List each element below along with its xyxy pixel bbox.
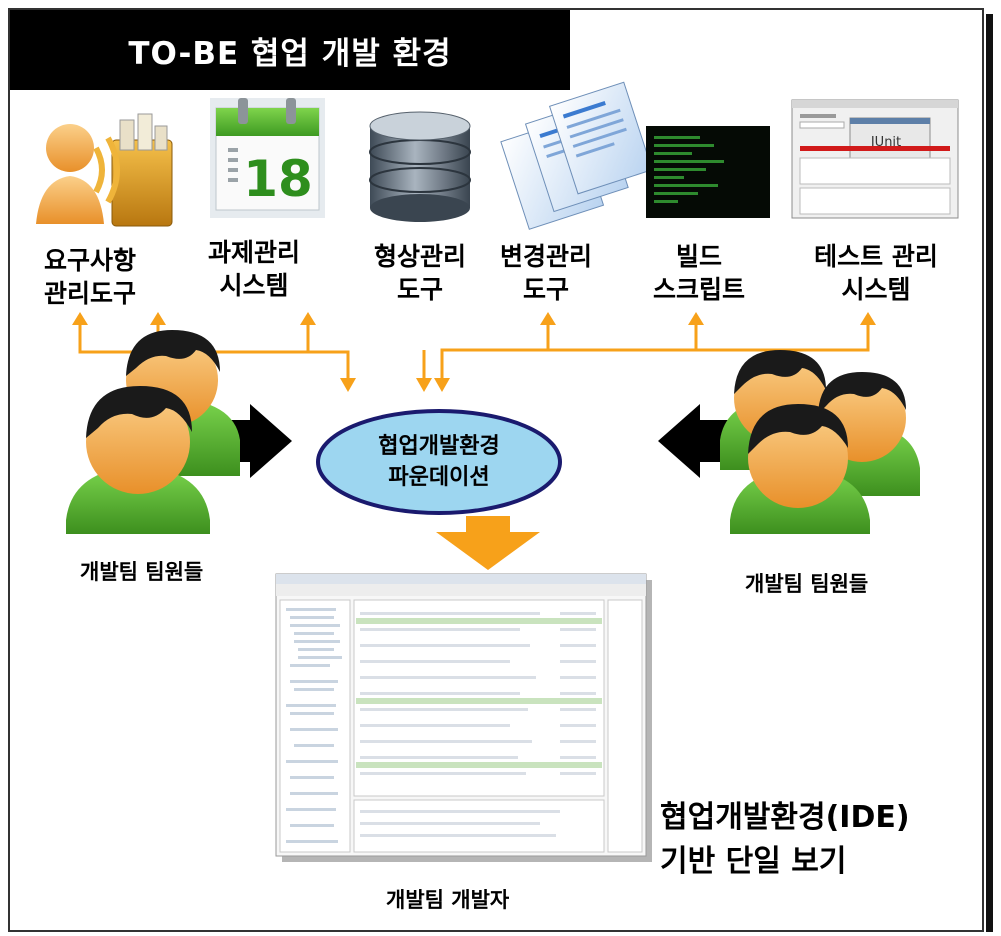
foundation-line-2: 파운데이션 <box>388 465 490 490</box>
calendar-day: 18 <box>243 150 313 208</box>
connector-arrowheads <box>72 312 876 392</box>
tool-label-change-management: 변경관리 도구 <box>499 242 592 304</box>
orange-down-arrow <box>436 516 540 570</box>
arrow-up-2 <box>150 312 166 325</box>
junit-window-icon: JUnit <box>791 99 959 219</box>
arrow-up-4 <box>540 312 556 325</box>
team-left-label: 개발팀 팀원들 <box>80 560 204 584</box>
black-arrow-left <box>658 404 730 478</box>
arrow-down-2 <box>416 378 432 392</box>
calendar-icon: 18 <box>210 98 325 218</box>
tool-label-test-management: 테스트 관리 시스템 <box>814 242 938 304</box>
foundation-label: 협업개발환경 파운데이션 <box>318 411 560 513</box>
page-title: TO-BE 협업 개발 환경 <box>10 10 570 90</box>
diagram-frame <box>8 8 984 932</box>
frame-shadow <box>986 14 993 932</box>
database-icon <box>369 111 471 222</box>
developer-label: 개발팀 개발자 <box>386 888 510 912</box>
team-left-group <box>66 330 240 534</box>
arrow-down-1 <box>340 378 356 392</box>
person-front-right <box>730 404 870 534</box>
tool-label-configuration: 형상관리 도구 <box>373 242 466 304</box>
foundation-line-1: 협업개발환경 <box>378 434 500 459</box>
arrow-down-3 <box>434 378 450 392</box>
team-right-group <box>720 350 920 534</box>
tool-label-task-management: 과제관리 시스템 <box>207 238 300 300</box>
ide-screenshot <box>275 573 652 862</box>
documents-icon <box>500 81 653 230</box>
arrow-up-6 <box>860 312 876 325</box>
ide-label: 협업개발환경(IDE) 기반 단일 보기 <box>660 800 910 879</box>
terminal-icon <box>646 126 770 218</box>
arrow-up-5 <box>688 312 704 325</box>
arrow-up-3 <box>300 312 316 325</box>
team-right-label: 개발팀 팀원들 <box>745 572 869 596</box>
tool-label-requirements: 요구사항 관리도구 <box>43 246 136 308</box>
tool-label-build-script: 빌드 스크립트 <box>652 242 745 304</box>
requirements-user-icon <box>36 113 173 227</box>
arrow-up-1 <box>72 312 88 325</box>
foundation-ellipse <box>316 409 562 515</box>
person-front-left <box>66 386 210 534</box>
